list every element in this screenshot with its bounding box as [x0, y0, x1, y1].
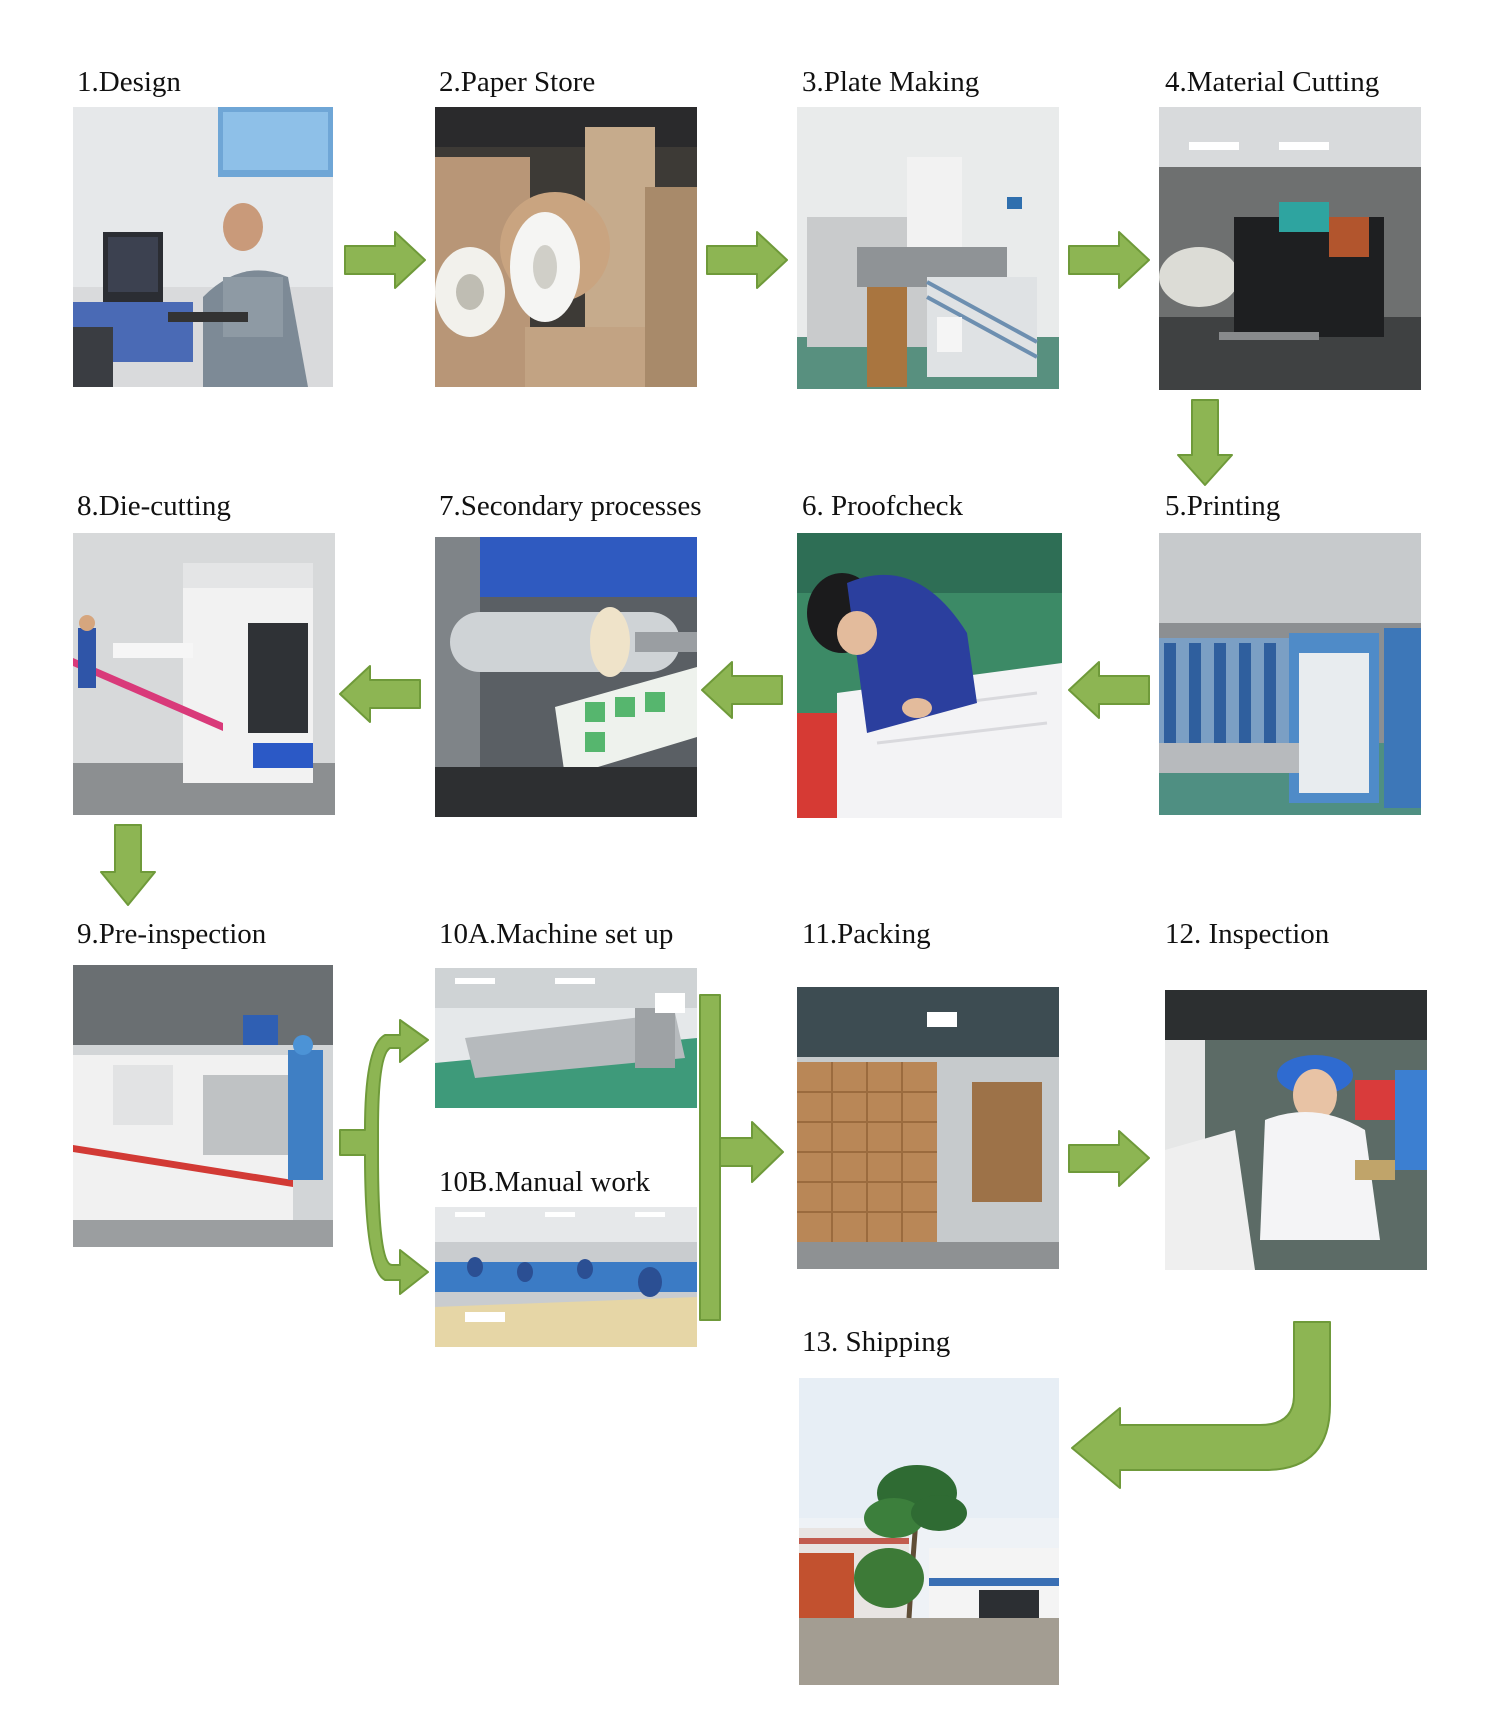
- step-label-packing: 11.Packing: [802, 918, 931, 950]
- step-label-proofcheck: 6. Proofcheck: [802, 490, 964, 522]
- proofcheck-photo: [797, 533, 1062, 818]
- printing-photo: [1159, 533, 1421, 815]
- arrow-plate-making-to-material-cutting: [1068, 231, 1150, 289]
- step-label-secondary-processes: 7.Secondary processes: [439, 490, 702, 522]
- arrow-material-cutting-to-printing: [1177, 399, 1233, 486]
- arrow-printing-to-proofcheck: [1068, 661, 1150, 719]
- step-label-printing: 5.Printing: [1165, 490, 1281, 522]
- arrow-pre-inspection-split: [339, 1019, 429, 1295]
- machine-set-up-photo: [435, 968, 697, 1108]
- arrow-merge-to-packing: [719, 1121, 784, 1183]
- step-label-plate-making: 3.Plate Making: [802, 66, 980, 98]
- step-label-shipping: 13. Shipping: [802, 1326, 951, 1358]
- arrow-design-to-paper-store: [344, 231, 426, 289]
- step-label-material-cutting: 4.Material Cutting: [1165, 66, 1380, 98]
- die-cutting-photo: [73, 533, 335, 815]
- arrow-secondary-to-die-cutting: [339, 665, 421, 723]
- shipping-photo: [799, 1378, 1059, 1685]
- step-label-pre-inspection: 9.Pre-inspection: [77, 918, 267, 950]
- paper-store-photo: [435, 107, 697, 387]
- packing-photo: [797, 987, 1059, 1269]
- pre-inspection-photo: [73, 965, 333, 1247]
- arrow-proofcheck-to-secondary: [701, 661, 783, 719]
- plate-making-photo: [797, 107, 1059, 389]
- secondary-processes-photo: [435, 537, 697, 817]
- design-photo: [73, 107, 333, 387]
- step-label-machine-set-up: 10A.Machine set up: [439, 918, 674, 950]
- arrow-paper-store-to-plate-making: [706, 231, 788, 289]
- arrow-die-cutting-to-pre-inspection: [100, 824, 156, 906]
- material-cutting-photo: [1159, 107, 1421, 390]
- step-label-design: 1.Design: [77, 66, 181, 98]
- step-label-die-cutting: 8.Die-cutting: [77, 490, 231, 522]
- arrow-packing-to-inspection: [1068, 1130, 1150, 1187]
- inspection-photo: [1165, 990, 1427, 1270]
- step-label-paper-store: 2.Paper Store: [439, 66, 596, 98]
- manual-work-photo: [435, 1207, 697, 1347]
- arrow-inspection-to-shipping: [1071, 1321, 1331, 1489]
- step-label-manual-work: 10B.Manual work: [439, 1166, 651, 1198]
- step-label-inspection: 12. Inspection: [1165, 918, 1330, 950]
- merge-bar: [699, 994, 721, 1321]
